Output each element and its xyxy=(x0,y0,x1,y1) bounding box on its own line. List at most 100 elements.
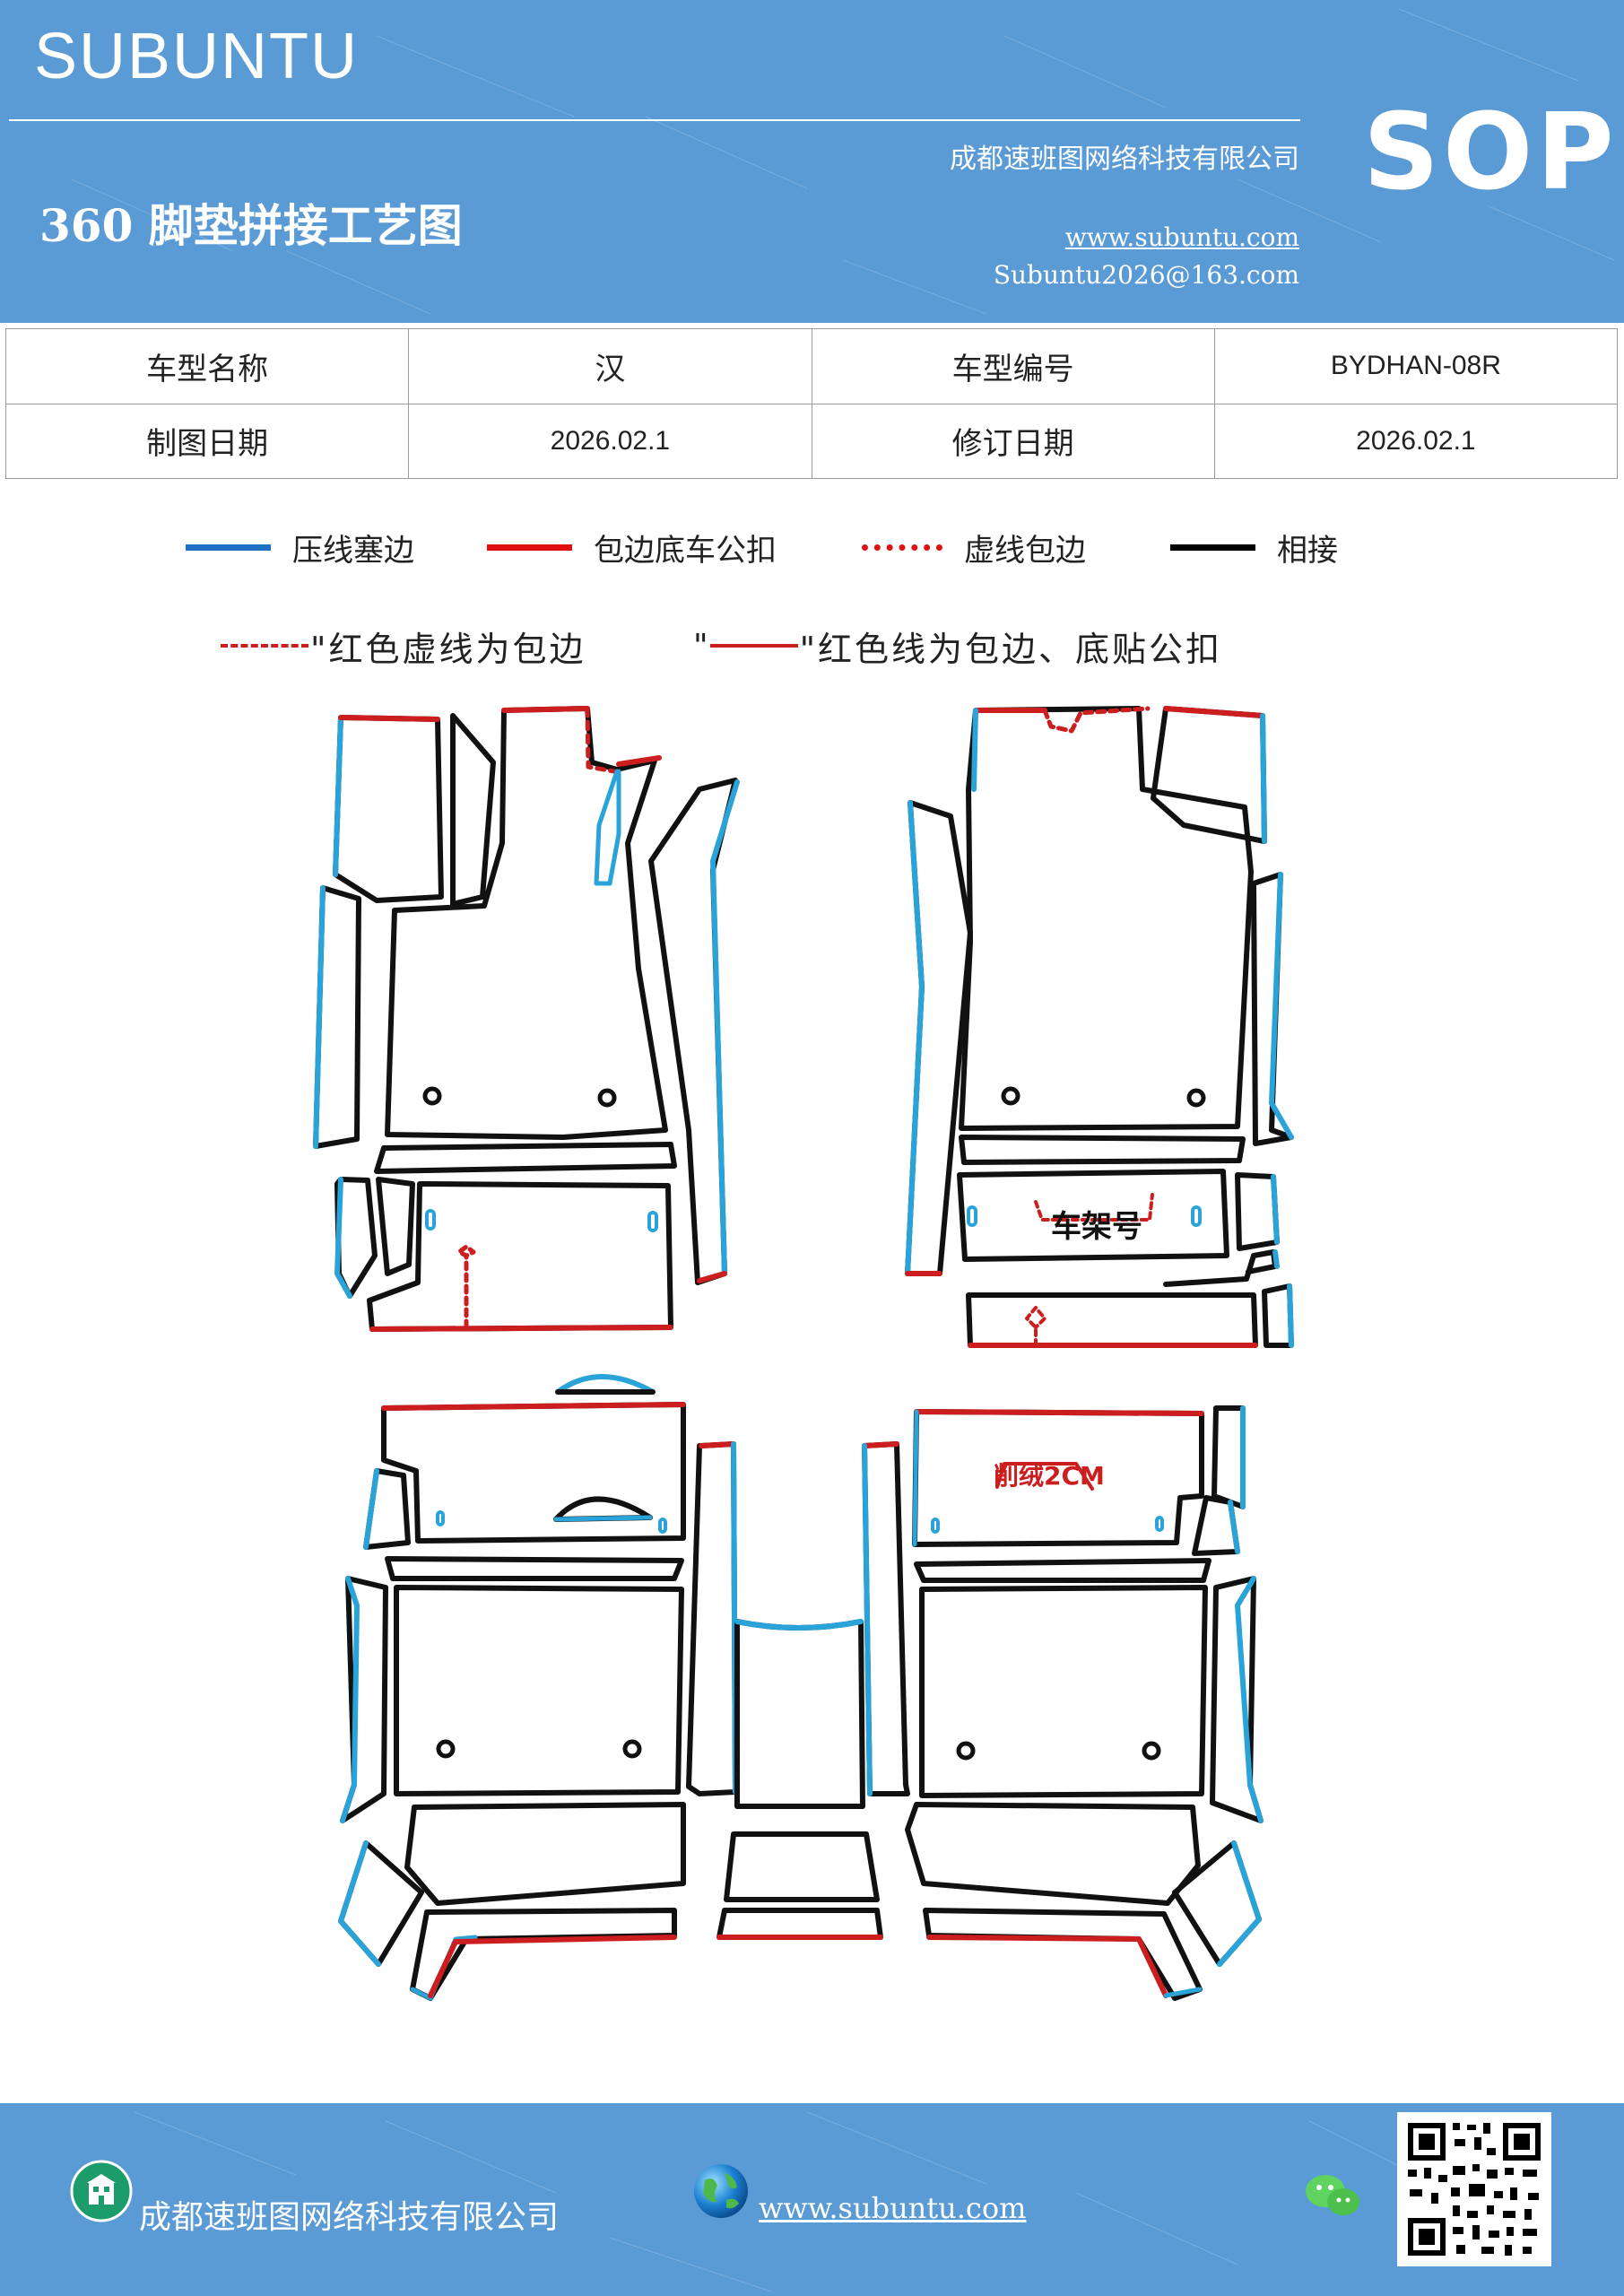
table-row: 制图日期 2026.02.1 修订日期 2026.02.1 xyxy=(4,403,1619,479)
legend-swatch-blue xyxy=(186,544,271,551)
mat-piece-main xyxy=(959,706,1254,1131)
rear-left-mat-group xyxy=(338,1374,738,2001)
mat-edge-red-dotted xyxy=(1025,1306,1046,1347)
mat-edge-blue xyxy=(734,1619,864,1631)
mat-edge-blue xyxy=(710,779,740,1276)
slot-hole xyxy=(931,1518,940,1534)
mat-edge-blue xyxy=(338,1840,381,1967)
mat-piece xyxy=(1235,1172,1280,1251)
mat-edge-blue xyxy=(1272,1249,1280,1269)
mat-edge-red xyxy=(501,706,590,713)
mat-edge-red xyxy=(1163,706,1265,718)
mat-edge-red xyxy=(369,1325,673,1332)
mat-edge-blue xyxy=(1217,1840,1262,1967)
slot-hole xyxy=(436,1510,445,1526)
legend-swatch-red-dotted xyxy=(862,544,942,551)
mat-edge-red xyxy=(995,1462,1094,1491)
anchor-hole xyxy=(436,1739,456,1759)
mat-piece xyxy=(686,1441,738,1796)
revise-date-value: 2026.02.1 xyxy=(1213,403,1619,479)
mat-edge-blue xyxy=(1228,1500,1240,1554)
mat-edge-blue xyxy=(333,715,343,877)
legend-item-dotted-edge: 虚线包边 xyxy=(862,525,1086,570)
mat-edge-red-dotted xyxy=(585,706,617,774)
mat-edge-blue xyxy=(1271,1174,1280,1245)
mat-piece xyxy=(716,1908,883,1940)
mat-edge-blue xyxy=(971,708,978,792)
mat-edge-red xyxy=(616,755,662,767)
note-quote: " xyxy=(693,627,708,665)
building-icon xyxy=(70,2160,133,2222)
note-dashed: "红色虚线为包边 xyxy=(221,623,586,669)
mat-piece-main xyxy=(919,1585,1208,1798)
watermark-pattern xyxy=(134,2111,1400,2292)
mat-piece xyxy=(734,1619,865,1809)
note-dashed-text: "红色虚线为包边 xyxy=(310,629,586,669)
mat-edge-blue xyxy=(905,800,925,1276)
mat-cutout xyxy=(553,1496,653,1522)
anchor-hole xyxy=(1186,1088,1206,1108)
draw-date-value: 2026.02.1 xyxy=(408,403,812,479)
mat-piece xyxy=(374,1142,677,1174)
shave-label: 削绒2CM xyxy=(994,1461,1105,1491)
email-address: Subuntu2026@163.com xyxy=(993,260,1299,290)
footer-company-name: 成都速班图网络科技有限公司 xyxy=(139,2199,560,2236)
mat-piece xyxy=(555,1374,656,1395)
anchor-hole xyxy=(422,1086,442,1106)
mat-piece xyxy=(966,1292,1258,1348)
mat-piece xyxy=(1163,1249,1278,1287)
slot-hole xyxy=(1191,1205,1202,1227)
mat-piece xyxy=(340,1576,388,1823)
mat-piece xyxy=(959,1135,1246,1165)
qr-code-graphic xyxy=(1397,2112,1551,2266)
legend-item-press-line: 压线塞边 xyxy=(186,525,414,570)
brand-logo-text: SUBUNTU xyxy=(34,21,360,92)
mat-piece xyxy=(385,1556,684,1581)
front-left-mat-group xyxy=(313,706,740,1332)
mat-edge-blue xyxy=(313,885,326,1149)
legend-item-joint: 相接 xyxy=(1170,525,1338,570)
model-name-label: 车型名称 xyxy=(4,328,410,404)
mat-edge-blue xyxy=(862,1443,873,1796)
mat-piece xyxy=(957,1169,1229,1262)
mat-piece xyxy=(376,1177,415,1276)
mat-edge-blue xyxy=(553,1515,653,1522)
wechat-icon xyxy=(1306,2175,1359,2215)
mat-piece xyxy=(333,715,444,903)
mat-piece xyxy=(1211,1405,1246,1509)
mat-piece xyxy=(724,1831,880,1902)
anchor-hole xyxy=(622,1739,642,1759)
page-title: 360 脚垫拼接工艺图 xyxy=(39,199,463,252)
anchor-hole xyxy=(1142,1741,1161,1761)
page-footer: 成都速班图网络科技有限公司 www.subuntu.com xyxy=(0,2103,1624,2296)
mat-edge-blue xyxy=(334,1177,352,1299)
watermark-pattern xyxy=(71,8,1615,315)
revise-date-label: 修订日期 xyxy=(811,403,1215,479)
mat-piece xyxy=(404,1802,686,1906)
table-row: 车型名称 汉 车型编号 BYDHAN-08R xyxy=(4,328,1619,404)
front-right-mat-group xyxy=(905,706,1294,1348)
mat-edge-blue xyxy=(363,1468,379,1550)
mat-piece xyxy=(450,713,496,907)
mat-edge-red-dotted xyxy=(1034,1193,1154,1222)
legend-label: 虚线包边 xyxy=(964,532,1086,569)
vehicle-info-table: 车型名称 汉 车型编号 BYDHAN-08R 制图日期 2026.02.1 修订… xyxy=(4,328,1619,479)
footer-website-link[interactable]: www.subuntu.com xyxy=(759,2191,1027,2225)
mat-piece xyxy=(1251,872,1294,1146)
mat-piece xyxy=(1172,1840,1262,1967)
mat-edge-red-dotted xyxy=(456,1244,476,1330)
header-divider xyxy=(9,119,1300,121)
mat-edge-blue xyxy=(1287,1283,1294,1348)
website-link[interactable]: www.subuntu.com xyxy=(1064,222,1299,252)
mat-edge-red xyxy=(699,1441,736,1448)
anchor-hole xyxy=(1001,1086,1020,1106)
model-name-value: 汉 xyxy=(408,328,812,404)
slot-hole xyxy=(425,1209,436,1231)
frame-number-label: 车架号 xyxy=(1051,1209,1142,1245)
mat-edge-blue xyxy=(594,769,621,886)
rear-right-mat-group xyxy=(862,1405,1264,2001)
legend-swatch-red xyxy=(487,544,572,551)
mat-edge-red xyxy=(338,715,440,722)
mat-edge-red xyxy=(914,1409,1204,1416)
model-code-label: 车型编号 xyxy=(811,328,1215,404)
